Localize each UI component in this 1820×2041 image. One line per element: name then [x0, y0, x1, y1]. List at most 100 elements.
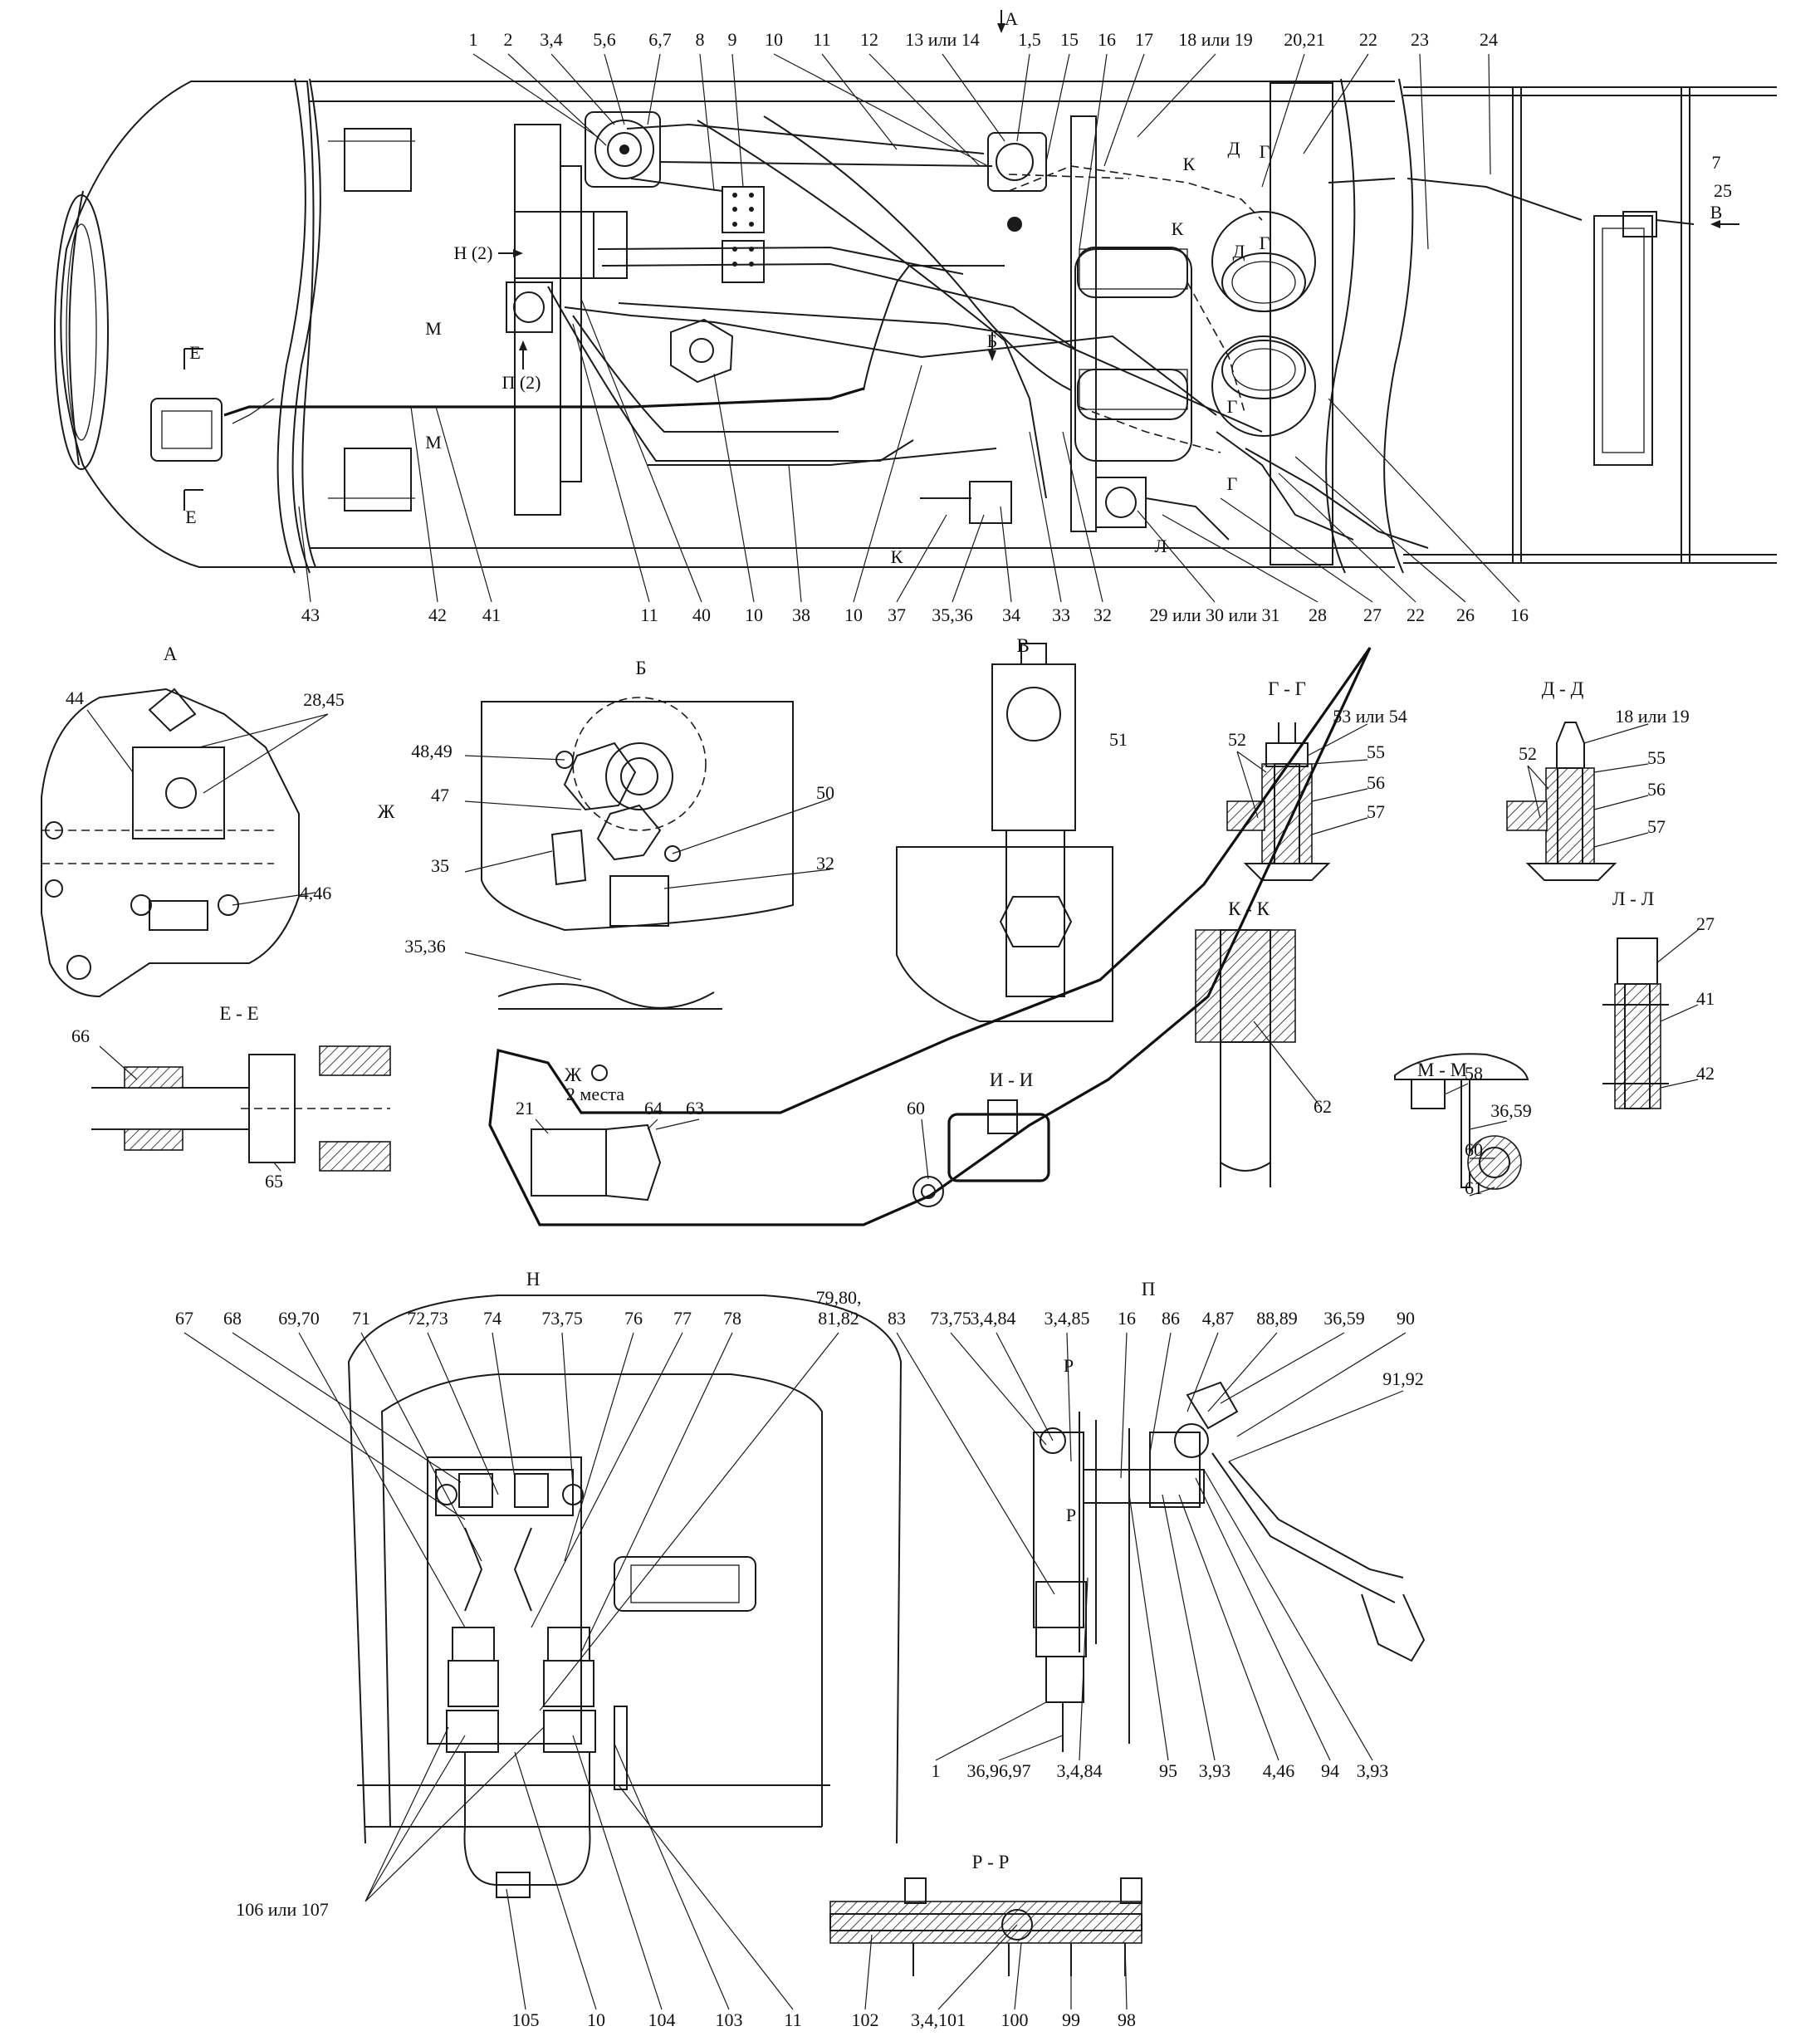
- view-marker-label: Д: [1232, 241, 1245, 262]
- position-label: 35,36: [404, 936, 446, 957]
- position-label: 10: [765, 29, 783, 50]
- position-label: 35: [431, 855, 449, 876]
- section-title: И - И: [990, 1069, 1033, 1090]
- position-label: 100: [1001, 2009, 1029, 2030]
- position-label: Р: [1064, 1355, 1074, 1376]
- section-title: Б: [635, 658, 646, 678]
- section-l-l-detail: [1602, 937, 1669, 1109]
- section-m-m-detail: [1394, 1053, 1529, 1190]
- position-label: 83: [888, 1308, 906, 1329]
- section-title: Е - Е: [219, 1003, 258, 1024]
- position-label: 65: [265, 1171, 283, 1192]
- position-label: 60: [1465, 1139, 1483, 1160]
- section-v-detail: [896, 643, 1113, 1022]
- view-marker-label: Г: [1260, 232, 1270, 253]
- position-label: 38: [792, 604, 810, 625]
- view-marker-label: Г: [1227, 396, 1238, 417]
- position-label: 34: [1002, 604, 1020, 625]
- position-label: 41: [1696, 988, 1715, 1009]
- position-label: 33: [1052, 604, 1070, 625]
- view-marker-label: М: [425, 318, 442, 339]
- position-label: 98: [1118, 2009, 1136, 2030]
- position-label: 11: [784, 2009, 801, 2030]
- position-label: 10: [745, 604, 763, 625]
- zigzag-callout-frame: [488, 647, 1372, 1226]
- position-label: 9: [728, 29, 737, 50]
- position-label: 90: [1397, 1308, 1415, 1329]
- position-label: 40: [692, 604, 711, 625]
- section-g-g-detail: [1226, 722, 1331, 881]
- section-a-detail: [41, 688, 300, 998]
- view-marker-label: К: [891, 546, 903, 567]
- position-label: 72,73: [407, 1308, 448, 1329]
- view-marker-label: Г: [1260, 141, 1270, 162]
- section-b-detail: [481, 697, 794, 1010]
- section-r-r-detail: [829, 1877, 1142, 1976]
- view-marker-label: М: [425, 432, 442, 453]
- position-label: 23: [1411, 29, 1429, 50]
- view-marker-label: В: [1710, 202, 1723, 223]
- view-marker-label: А: [1005, 8, 1018, 29]
- position-label: 94: [1321, 1760, 1339, 1781]
- position-label: 56: [1367, 772, 1385, 793]
- position-label: 56: [1647, 779, 1666, 800]
- section-title: Л - Л: [1612, 888, 1654, 909]
- position-label: 67: [175, 1308, 193, 1329]
- position-label: 37: [888, 604, 906, 625]
- position-label: 13 или 14: [905, 29, 980, 50]
- position-label: 44: [66, 688, 84, 708]
- section-title: Н: [526, 1269, 541, 1290]
- position-label: 4,46: [300, 883, 332, 903]
- position-label: 3,4,84: [971, 1308, 1016, 1329]
- position-label: 1: [469, 29, 478, 50]
- section-title: Д - Д: [1542, 678, 1584, 699]
- view-p-brake-pedal: [1033, 1381, 1426, 1752]
- position-label: 29 или 30 или 31: [1149, 604, 1279, 625]
- position-label: 11: [813, 29, 830, 50]
- position-label: 57: [1367, 801, 1385, 822]
- main-plan-view: [54, 10, 1777, 574]
- position-label: 2: [504, 29, 513, 50]
- position-label: 99: [1062, 2009, 1080, 2030]
- view-marker-label: 25: [1714, 180, 1732, 201]
- position-label: 35,36: [932, 604, 973, 625]
- position-label: 15: [1060, 29, 1079, 50]
- position-label: 74: [483, 1308, 501, 1329]
- position-label: 18 или 19: [1178, 29, 1253, 50]
- position-label: 63: [686, 1098, 704, 1118]
- view-marker-label: П (2): [501, 372, 541, 393]
- leader-lines: [86, 53, 1699, 2010]
- position-label: 11: [640, 604, 658, 625]
- position-label: 26: [1456, 604, 1475, 625]
- position-label: 32: [816, 853, 834, 874]
- section-i-i-detail: [912, 1099, 1050, 1207]
- position-label: 61: [1465, 1177, 1483, 1198]
- view-marker-label: Е: [185, 507, 196, 527]
- position-label: 52: [1228, 729, 1246, 750]
- position-label: 81,82: [818, 1308, 859, 1329]
- position-label: 77: [673, 1308, 692, 1329]
- section-title: Ж: [565, 1065, 582, 1085]
- position-label: 27: [1363, 604, 1382, 625]
- position-label: 86: [1162, 1308, 1180, 1329]
- position-label: 55: [1647, 747, 1666, 768]
- position-label: 17: [1135, 29, 1153, 50]
- position-label: 16: [1098, 29, 1116, 50]
- view-marker-label: Б: [987, 330, 998, 351]
- position-label: 73,75: [930, 1308, 971, 1329]
- view-marker-label: К: [1183, 154, 1196, 174]
- position-label: 51: [1109, 729, 1128, 750]
- position-label: 43: [301, 604, 320, 625]
- position-label: 105: [512, 2009, 540, 2030]
- position-label: 8: [696, 29, 705, 50]
- position-label: 22: [1407, 604, 1425, 625]
- position-label: 16: [1118, 1308, 1136, 1329]
- position-label: 79,80,: [816, 1287, 862, 1308]
- position-label: 3,4,85: [1045, 1308, 1090, 1329]
- position-label: 3,4: [540, 29, 563, 50]
